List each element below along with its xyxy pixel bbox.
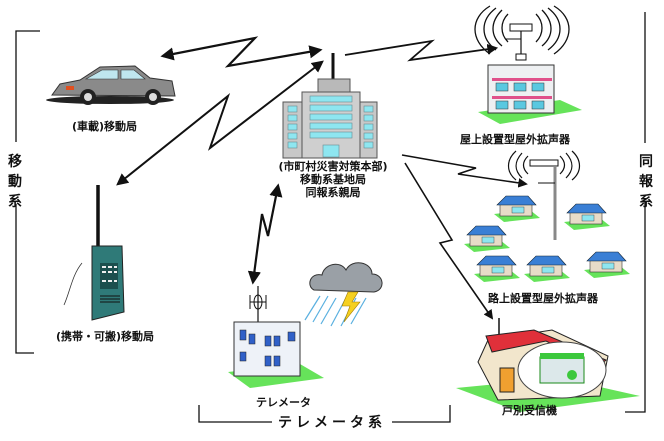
house-icon (524, 255, 570, 282)
radio-link-car (160, 36, 323, 68)
roadside-speaker-illustration (507, 150, 581, 240)
broadcast-group-char: 同 (639, 154, 653, 170)
broadcast-group-char: 系 (639, 194, 653, 210)
car-illustration (46, 65, 176, 105)
houses-cluster (464, 195, 630, 282)
broadcast-group-char: 報 (639, 174, 653, 190)
telemeter-group-bracket (198, 405, 451, 423)
telemeter-group-label: テレメータ系 (274, 412, 390, 432)
radio-link-portable (116, 60, 324, 186)
radio-link-roadside (401, 154, 528, 188)
headquarters-label: (市町村災害対策本部) 移動系基地局 同報系親局 (266, 160, 400, 199)
mobile-group-char: 系 (8, 194, 22, 210)
broadcast-group-bracket (625, 12, 646, 413)
portable-radio-illustration (63, 185, 125, 321)
headquarters-label-line3: 同報系親局 (305, 186, 361, 199)
headquarters-label-line2: 移動系基地局 (300, 173, 366, 186)
house-icon (474, 255, 520, 282)
home-receiver-label: 戸別受信機 (502, 404, 557, 417)
vehicle-station-label: (車載)移動局 (72, 120, 138, 133)
headquarters-building (282, 53, 378, 159)
mobile-group-char: 移 (8, 154, 22, 170)
radio-link-home (404, 162, 494, 320)
roadside-speaker-label: 路上設置型屋外拡声器 (488, 292, 598, 305)
house-icon (564, 203, 610, 230)
house-icon (464, 225, 510, 252)
mobile-group-label: 移 動 系 (7, 152, 23, 212)
telemeter-label: テレメータ (256, 396, 311, 409)
broadcast-group-label: 同 報 系 (638, 152, 654, 212)
rooftop-speaker-label: 屋上設置型屋外拡声器 (460, 133, 570, 146)
storm-cloud-illustration (304, 262, 383, 327)
portable-station-label: (携帯・可搬)移動局 (56, 330, 155, 343)
mobile-group-char: 動 (8, 174, 22, 190)
radio-link-telemeter (247, 183, 283, 285)
telemeter-illustration (228, 286, 324, 388)
radio-link-rooftop (344, 39, 499, 62)
mobile-group-bracket (15, 30, 40, 354)
headquarters-label-line1: (市町村災害対策本部) (278, 160, 388, 173)
house-icon (584, 251, 630, 278)
rooftop-speaker-illustration (474, 5, 582, 124)
house-icon (494, 195, 540, 222)
home-receiver-illustration (456, 318, 640, 412)
